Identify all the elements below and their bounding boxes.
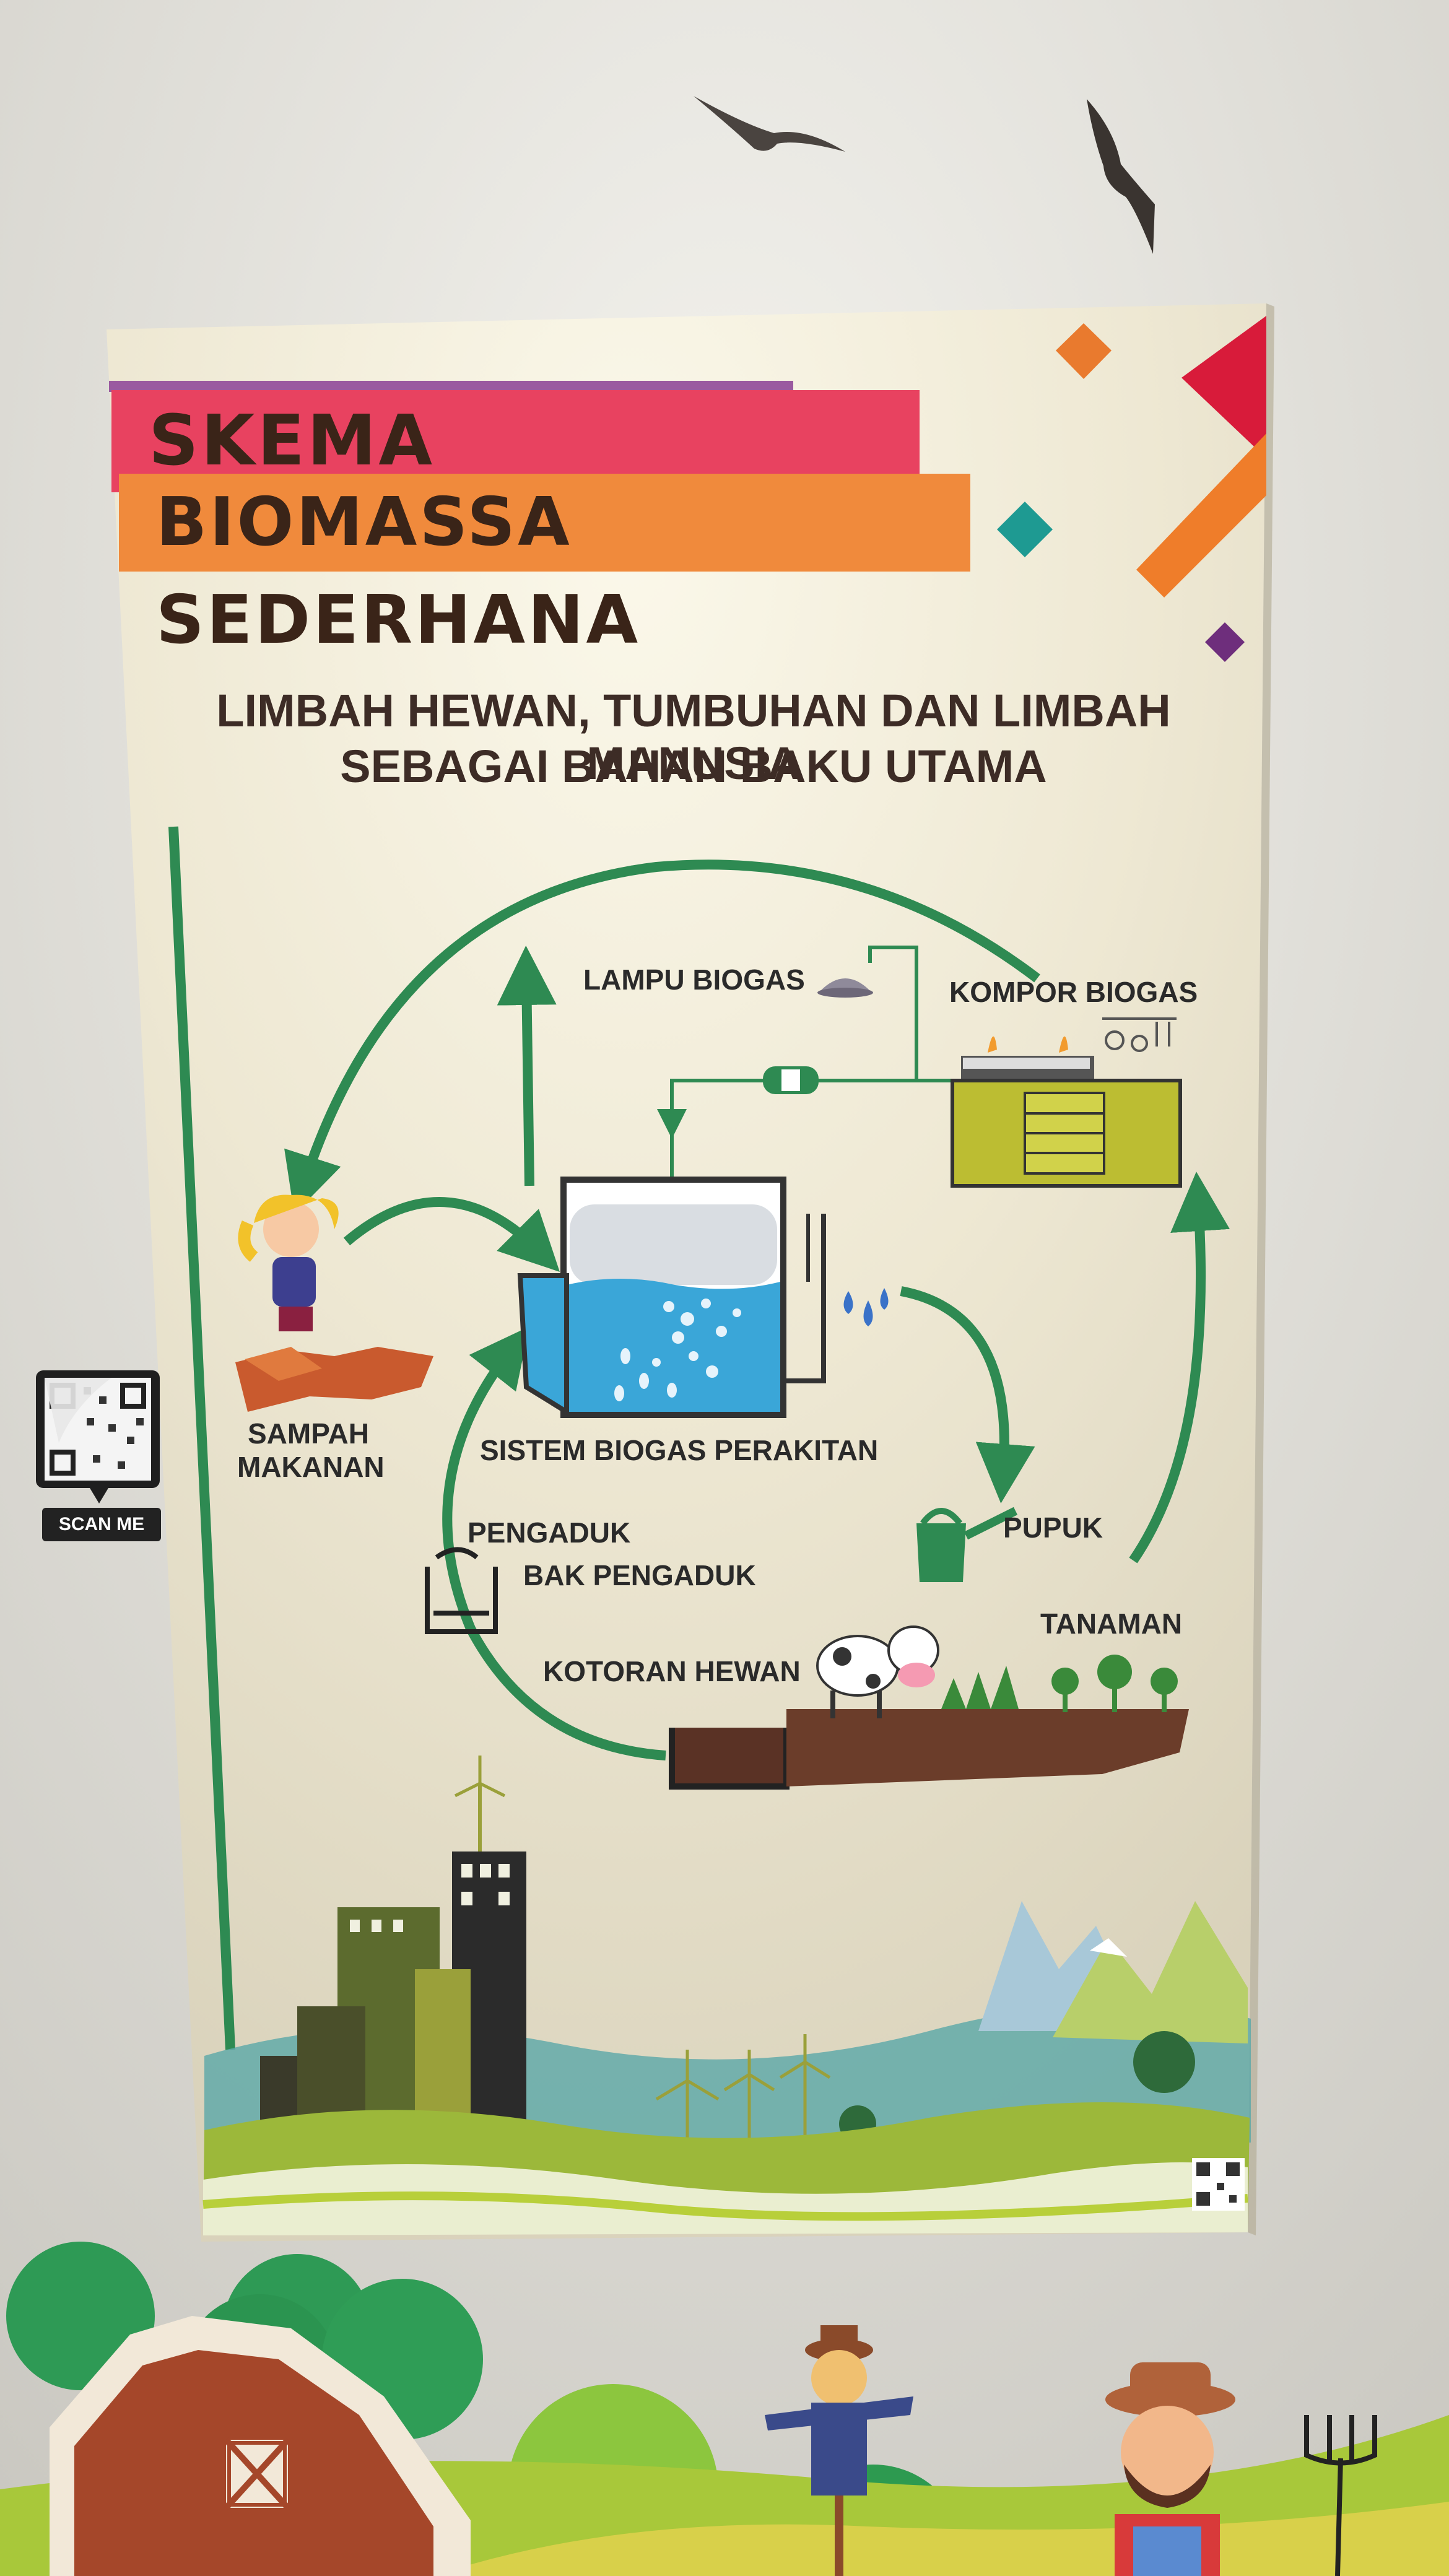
label-makanan: MAKANAN [237,1451,385,1483]
label-sistem-biogas: SISTEM BIOGAS PERAKITAN [480,1434,879,1466]
scarecrow-icon [765,2325,913,2576]
poster-subtitle-line-2: SEBAGAI BAHAN BAKU UTAMA [340,741,1047,792]
pitchfork-icon [1304,2415,1377,2576]
barn-icon [50,2316,471,2576]
decor-diamond [997,502,1053,557]
title-stripe [109,381,793,392]
arrow-plants-to-stove [1129,1172,1230,1564]
mixing-tank-icon [425,1547,498,1634]
plants-icon [941,1655,1178,1712]
landscape-illustration [202,1756,1251,2235]
vertical-line [168,826,235,2050]
decor-diamond [1205,622,1245,662]
decor-bar [1136,433,1266,598]
manure-pit-icon [669,1728,790,1790]
watering-can-icon [916,1507,1018,1582]
label-bak-pengaduk: BAK PENGADUK [523,1559,756,1591]
water-drops-icon [843,1288,889,1326]
bird-silhouette [1087,99,1155,254]
stove-icon [961,1036,1094,1081]
arrow-stove-to-waste [284,859,1040,1214]
poster-qr-code [1192,2158,1245,2211]
utensils-icon [1102,1017,1177,1052]
label-kompor-biogas: KOMPOR BIOGAS [949,976,1198,1008]
label-kotoran-hewan: KOTORAN HEWAN [543,1655,801,1687]
wall-mural [0,2242,1449,2576]
arrow-up [497,946,557,1186]
cow-icon [816,1625,939,1718]
biogas-tank-icon [517,1177,826,1418]
poster [107,303,1274,2242]
scan-me-label[interactable]: SCAN ME [42,1508,161,1541]
label-tanaman: TANAMAN [1040,1608,1183,1640]
label-lampu-biogas: LAMPU BIOGAS [583,964,805,996]
wall-qr-sticker [36,1370,160,1503]
bird-silhouette [694,96,845,152]
decor-triangle [1181,316,1266,458]
label-sampah: SAMPAH [248,1417,369,1450]
label-pengaduk: PENGADUK [468,1516,631,1549]
arrow-waste-to-tank [343,1197,560,1272]
lamp-icon [817,978,873,998]
tree-icon [1133,2031,1195,2093]
farmer-icon [1105,2362,1235,2576]
poster-subtitle-line-1: LIMBAH HEWAN, TUMBUHAN DAN LIMBAH MANUSI… [216,685,1171,789]
girl-with-food-waste-icon [235,1194,433,1412]
arrow-manure-to-tank [442,1326,666,1760]
poster-title-line-2: BIOMASSA SEDERHANA [119,474,970,659]
label-pupuk: PUPUK [1003,1512,1103,1544]
decor-diamond [1056,323,1112,379]
kitchen-cabinet-icon [951,1079,1182,1188]
soil-strip [786,1709,1189,1786]
arrow-tank-to-fertilizer [900,1286,1035,1503]
